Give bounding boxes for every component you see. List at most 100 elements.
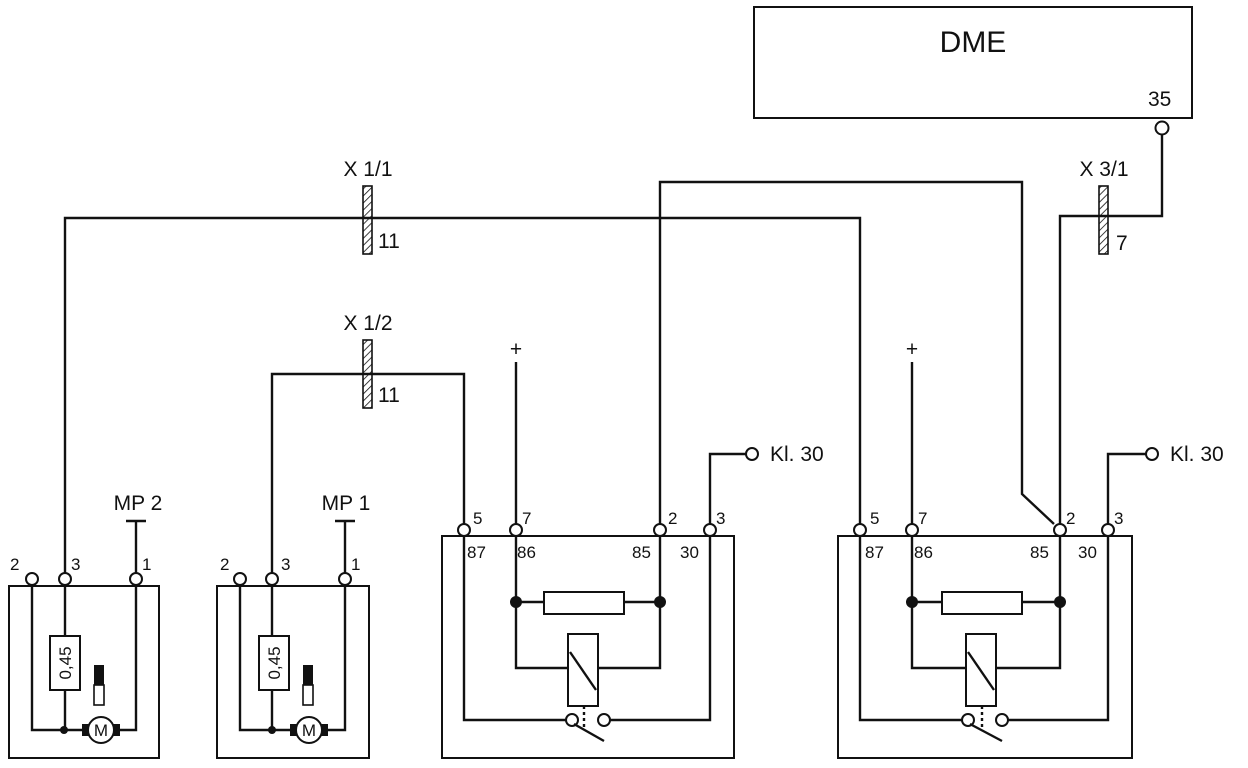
connector-x1-1-name: X 1/1 — [343, 158, 392, 181]
relay-a-plus: + — [510, 338, 522, 361]
relay-a-wire-30 — [610, 536, 712, 722]
relay-a-pin3-label: 3 — [716, 509, 725, 528]
wire-dme-35 — [1104, 134, 1164, 218]
relay-a-resistor — [543, 591, 625, 615]
dme-title: DME — [940, 26, 1007, 59]
relay-a-wire-85 — [598, 536, 662, 670]
mp2-wire-pin1 — [116, 585, 138, 732]
mp2-brush-left — [82, 724, 90, 736]
mp1-motor-icon — [295, 716, 323, 744]
mp1-pin1-label: 1 — [351, 555, 360, 574]
connector-x1-2-pin: 11 — [378, 384, 400, 407]
relay-a: + Kl. 30 5 7 2 3 87 86 85 30 — [441, 338, 824, 759]
relay-b-node-86 — [906, 596, 918, 608]
mp2-pin2 — [25, 572, 39, 586]
dme-pin-35-label: 35 — [1148, 88, 1171, 111]
mp2-brush-right — [112, 724, 120, 736]
mp1-pin2-label: 2 — [220, 555, 229, 574]
mp2-pin3-label: 3 — [71, 555, 80, 574]
relay-b-pin2 — [1053, 523, 1067, 537]
connector-x3-1-pin: 7 — [1116, 232, 1128, 255]
mp2-motor-letter: M — [94, 721, 108, 740]
connector-x1-1: X 1/1 11 — [343, 158, 400, 255]
connector-x1-1-body — [362, 185, 373, 255]
mp1-wire-pin1 — [324, 585, 347, 732]
mp2-resistor-value: 0,45 — [56, 646, 75, 679]
relay-b-pin7 — [905, 523, 919, 537]
relay-b-kl30-terminal — [1145, 447, 1159, 461]
mp2-junction — [60, 726, 68, 734]
relay-a-switch-blade — [573, 722, 605, 743]
connector-x3-1: X 3/1 7 — [1079, 158, 1128, 255]
connector-x1-1-pin: 11 — [378, 230, 400, 253]
relay-b-pin3-label: 3 — [1114, 509, 1123, 528]
relay-b-wire-86 — [910, 536, 966, 670]
relay-b-wire-30 — [1006, 536, 1110, 722]
relay-a-term-30: 30 — [680, 543, 699, 562]
relay-a-kl30-terminal — [745, 447, 759, 461]
dme-box — [753, 6, 1193, 119]
connector-x3-1-body — [1098, 185, 1109, 255]
relay-b-pin3 — [1101, 523, 1115, 537]
mp1-junction — [268, 726, 276, 734]
wire-relay-a-85-to-relay-b-85 — [658, 180, 1055, 525]
relay-a-wire-87 — [462, 536, 566, 722]
relay-a-pin2-label: 2 — [668, 509, 677, 528]
mp1-indicator-open — [302, 684, 314, 706]
relay-a-pin3 — [703, 523, 717, 537]
mp1-pin3-label: 3 — [281, 555, 290, 574]
mp1-wire-pin2 — [238, 585, 272, 732]
wire-x3-1-to-relay-b-85 — [1058, 214, 1104, 524]
mp1-motor-letter: M — [302, 721, 316, 740]
relay-b-node-85 — [1054, 596, 1066, 608]
connector-x1-2: X 1/2 11 — [343, 312, 400, 409]
connector-x1-2-body — [362, 339, 373, 409]
mp1-indicator-filled — [303, 665, 313, 685]
motor-module-mp2: MP 2 2 3 1 0,45 M — [8, 492, 163, 759]
mp1-pin3 — [265, 572, 279, 586]
connector-x1-2-name: X 1/2 — [343, 312, 392, 335]
relay-a-pin5-label: 5 — [473, 509, 482, 528]
relay-a-coil-diagonal — [569, 651, 597, 691]
mp2-pin1 — [129, 572, 143, 586]
mp1-resistor — [258, 635, 290, 691]
relay-b-coil-diagonal — [967, 651, 995, 691]
mp2-label: MP 2 — [114, 492, 163, 515]
relay-b-pin2-label: 2 — [1066, 509, 1075, 528]
relay-b-term-30: 30 — [1078, 543, 1097, 562]
mp2-motor-icon — [87, 716, 115, 744]
motor-module-mp2-box — [8, 585, 160, 759]
mp2-pin3 — [58, 572, 72, 586]
relay-a-pin5 — [457, 523, 471, 537]
relay-b: + Kl. 30 5 7 2 3 87 86 85 30 — [837, 338, 1224, 759]
mp1-pin1 — [338, 572, 352, 586]
mp2-pin2-label: 2 — [10, 555, 19, 574]
mp2-indicator-open — [93, 684, 105, 706]
relay-b-pin5 — [853, 523, 867, 537]
relay-a-contact-right — [597, 713, 611, 727]
relay-a-box — [441, 535, 735, 759]
wire-x1-1 — [63, 216, 862, 575]
relay-a-term-85: 85 — [632, 543, 651, 562]
relay-a-pin7 — [509, 523, 523, 537]
wires — [63, 134, 1164, 575]
mp2-pin1-label: 1 — [142, 555, 151, 574]
mp1-label: MP 1 — [322, 492, 371, 515]
relay-a-term-87: 87 — [467, 543, 486, 562]
relay-a-pin7-label: 7 — [522, 509, 531, 528]
relay-b-term-87: 87 — [865, 543, 884, 562]
mp2-wire-pin2 — [30, 585, 64, 732]
relay-b-contact-right — [995, 713, 1009, 727]
relay-b-term-85: 85 — [1030, 543, 1049, 562]
relay-a-node-86 — [510, 596, 522, 608]
mp1-brush-left — [290, 724, 298, 736]
relay-a-wire-86 — [514, 536, 568, 670]
connector-x3-1-name: X 3/1 — [1079, 158, 1128, 181]
dme-unit: DME 35 — [753, 6, 1193, 136]
relay-a-term-86: 86 — [517, 543, 536, 562]
mp1-resistor-value: 0,45 — [265, 646, 284, 679]
relay-a-kl30-label: Kl. 30 — [770, 443, 824, 466]
wire-relay-a-kl30 — [708, 452, 746, 524]
relay-b-wire-87 — [858, 536, 962, 722]
